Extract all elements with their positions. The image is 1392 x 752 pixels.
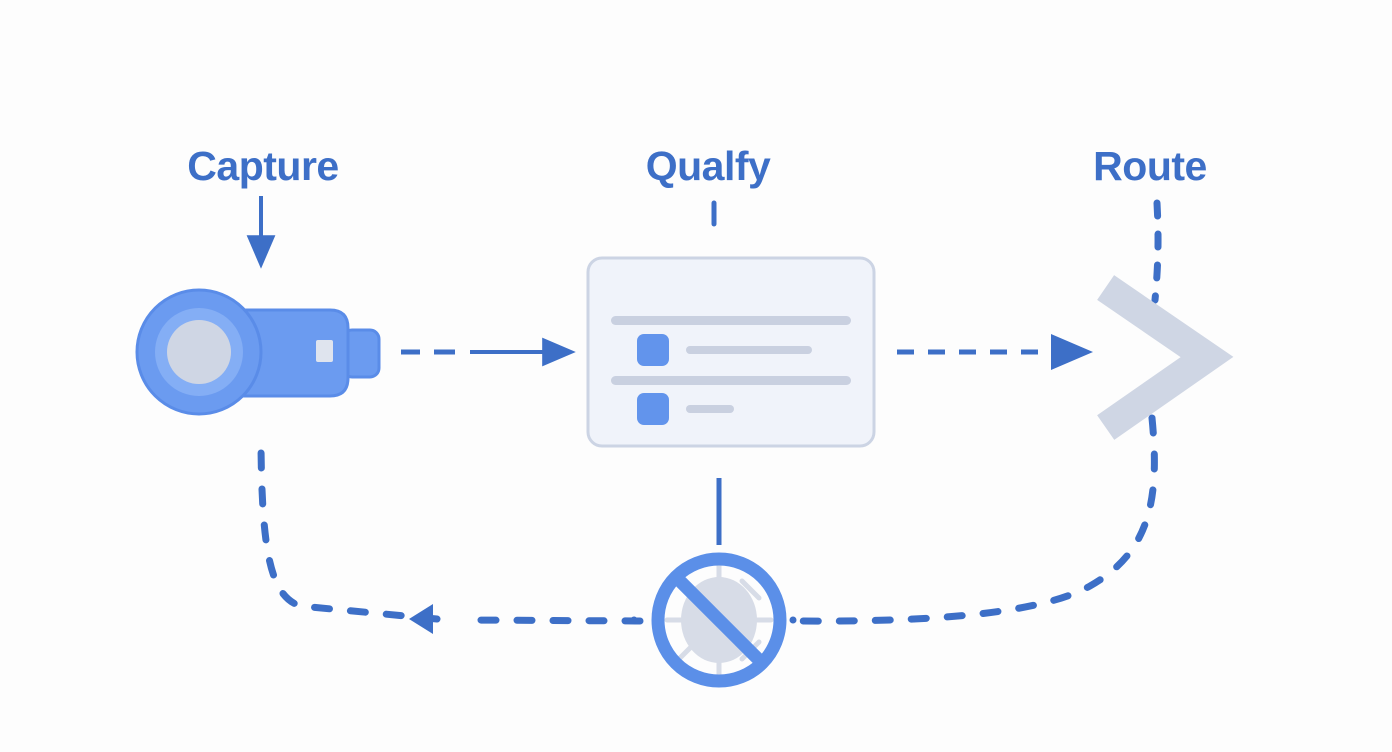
feedback-dot-right <box>789 616 797 624</box>
stage-label-capture: Capture <box>187 143 339 189</box>
card-divider-2 <box>611 376 851 385</box>
feedback-dot-left <box>630 616 638 624</box>
barcode-scanner-icon <box>135 288 381 416</box>
reject-to-capture-curve-icon <box>257 442 644 634</box>
left-arrow-head-icon <box>409 604 433 634</box>
chevron-right-icon <box>1097 275 1234 440</box>
checklist-card-icon <box>586 256 876 448</box>
card-checkbox-2 <box>637 393 669 425</box>
card-line-short <box>686 405 734 413</box>
card-divider-1 <box>611 316 851 325</box>
card-checkbox-1 <box>637 334 669 366</box>
stage-label-route: Route <box>1093 143 1207 189</box>
card-line-medium <box>686 346 812 354</box>
route-to-reject-curve-icon <box>796 414 1158 625</box>
no-bug-icon <box>651 552 787 688</box>
stage-label-qualify: Qualfy <box>645 143 771 189</box>
route-dashed-pointer-icon <box>1151 199 1162 304</box>
